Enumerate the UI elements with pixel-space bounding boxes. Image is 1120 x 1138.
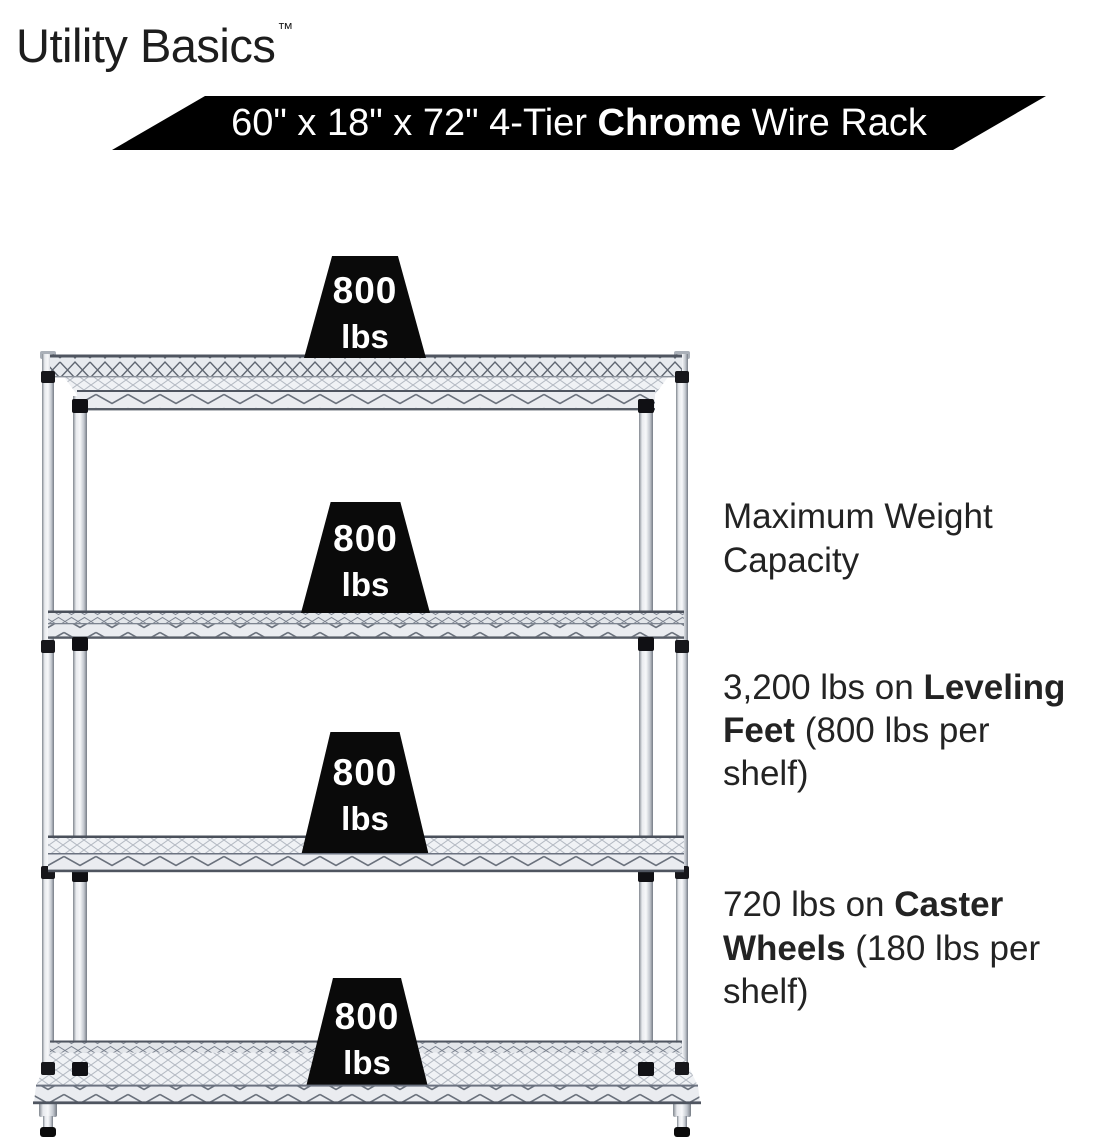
- weight-value: 800: [334, 996, 400, 1037]
- spec-leveling-feet: 3,200 lbs on Leveling Feet (800 lbs per …: [723, 666, 1120, 796]
- spec-text: 3,200 lbs on: [723, 667, 924, 707]
- weight-unit: lbs: [341, 318, 389, 355]
- spec-caster-wheels: 720 lbs on Caster Wheels (180 lbs per sh…: [723, 883, 1120, 1013]
- specs-section: Maximum Weight Capacity 3,200 lbs on Lev…: [723, 452, 1120, 1101]
- weight-badge: 800 lbs: [304, 978, 430, 1095]
- shelf-1: [50, 354, 682, 411]
- spec-bold-text: Leveling Feet: [723, 667, 1066, 750]
- brand-name: Utility Basics: [16, 19, 276, 72]
- spec-text: (180 lbs per shelf): [723, 928, 1041, 1011]
- weight-unit: lbs: [343, 1044, 391, 1081]
- spec-text: 720 lbs on: [723, 885, 895, 925]
- leveling-feet: [39, 1102, 691, 1137]
- weight-value: 800: [332, 270, 398, 311]
- banner-product-text: Wire Rack: [741, 102, 927, 144]
- product-title-banner: 60" x 18" x 72" 4-Tier Chrome Wire Rack: [112, 96, 1046, 150]
- weight-badge: 800 lbs: [301, 502, 430, 613]
- weight-value: 800: [333, 518, 398, 559]
- weight-badge: 800 lbs: [304, 256, 426, 358]
- post-collars: [41, 371, 689, 1076]
- spec-bold-text: Caster Wheels: [723, 885, 1004, 968]
- trademark-symbol: ™: [277, 21, 293, 38]
- banner-size-text: 60" x 18" x 72" 4-Tier: [231, 102, 598, 144]
- specs-title: Maximum Weight Capacity: [723, 497, 993, 580]
- shelf-2: [48, 610, 684, 639]
- weight-value: 800: [332, 752, 398, 793]
- weight-unit: lbs: [341, 800, 389, 837]
- weight-unit: lbs: [341, 566, 390, 603]
- banner-finish-text: Chrome: [597, 102, 742, 144]
- weight-badge: 800 lbs: [301, 732, 429, 856]
- spec-text: (800 lbs per shelf): [723, 710, 990, 794]
